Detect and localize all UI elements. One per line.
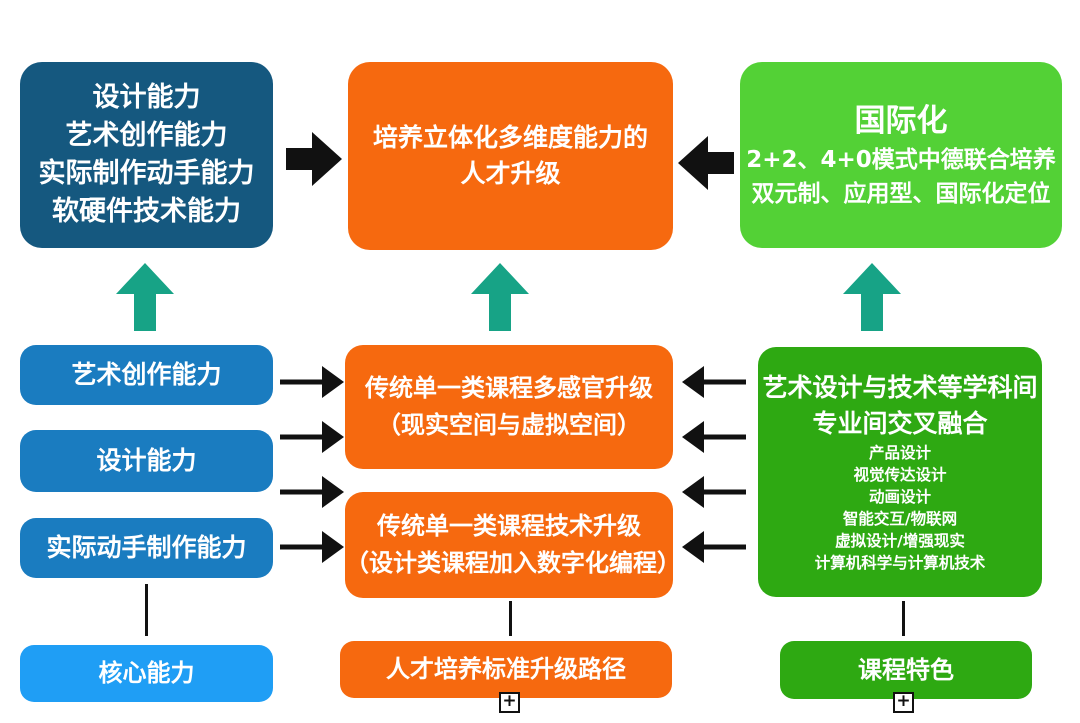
node-course-feature-category: 课程特色 (780, 641, 1032, 699)
arrow-up-icon (116, 263, 174, 331)
node-training-path-category: 人才培养标准升级路径 (340, 641, 672, 698)
category-label: 人才培养标准升级路径 (386, 655, 626, 683)
arrow-right-icon (280, 366, 344, 398)
arrow-left-icon (682, 476, 746, 508)
arrow-left-icon (678, 136, 734, 190)
capability-line: 软硬件技术能力 (52, 196, 241, 227)
arrow-left-icon (682, 366, 746, 398)
node-talent-upgrade-goal: 培养立体化多维度能力的人才升级 (348, 62, 673, 250)
node-discipline-fusion: 艺术设计与技术等学科间 专业间交叉融合 产品设计 视觉传达设计 动画设计 智能交… (758, 347, 1042, 597)
major-item: 计算机科学与计算机技术 (814, 554, 986, 572)
category-label: 课程特色 (858, 655, 954, 684)
upgrade-line: （现实空间与虚拟空间） (377, 411, 641, 439)
node-core-capabilities-summary: 设计能力 艺术创作能力 实际制作动手能力 软硬件技术能力 (20, 62, 273, 248)
internationalization-line: 2+2、4+0模式中德联合培养 (746, 147, 1056, 173)
node-core-capability-category: 核心能力 (20, 645, 273, 702)
internationalization-line: 双元制、应用型、国际化定位 (751, 181, 1051, 207)
node-hands-on-capability: 实际动手制作能力 (20, 518, 273, 578)
node-course-multisensory-upgrade: 传统单一类课程多感官升级 （现实空间与虚拟空间） (345, 345, 673, 469)
major-item: 视觉传达设计 (853, 466, 947, 484)
vertical-connector-line (902, 601, 905, 636)
upgrade-line: （设计类课程加入数字化编程） (345, 549, 681, 577)
internationalization-title: 国际化 (854, 103, 948, 139)
capability-line: 艺术创作能力 (65, 120, 228, 151)
node-internationalization: 国际化 2+2、4+0模式中德联合培养 双元制、应用型、国际化定位 (740, 62, 1062, 248)
node-course-technical-upgrade: 传统单一类课程技术升级 （设计类课程加入数字化编程） (345, 492, 681, 598)
arrow-right-icon (280, 531, 344, 563)
upgrade-line: 传统单一类课程技术升级 (377, 512, 641, 540)
capability-label: 艺术创作能力 (71, 360, 222, 389)
node-design-capability: 设计能力 (20, 430, 273, 492)
arrow-right-icon (286, 132, 342, 186)
arrow-up-icon (471, 263, 529, 331)
fusion-title-line: 艺术设计与技术等学科间 (762, 373, 1038, 402)
major-item: 智能交互/物联网 (842, 510, 958, 528)
capability-line: 设计能力 (92, 82, 201, 113)
capability-label: 实际动手制作能力 (46, 533, 247, 562)
major-item: 虚拟设计/增强现实 (835, 532, 965, 550)
arrow-left-icon (682, 531, 746, 563)
vertical-connector-line (145, 584, 148, 636)
expand-icon[interactable]: + (893, 692, 914, 713)
expand-icon[interactable]: + (499, 692, 520, 713)
fusion-title-line: 专业间交叉融合 (812, 409, 988, 438)
arrow-right-icon (280, 421, 344, 453)
category-label: 核心能力 (98, 659, 195, 687)
arrow-left-icon (682, 421, 746, 453)
capability-label: 设计能力 (96, 446, 197, 475)
capability-line: 实际制作动手能力 (38, 158, 255, 189)
arrow-up-icon (843, 263, 901, 331)
vertical-connector-line (509, 601, 512, 636)
major-item: 动画设计 (868, 488, 931, 506)
major-item: 产品设计 (868, 444, 931, 462)
upgrade-line: 传统单一类课程多感官升级 (365, 374, 653, 402)
talent-goal-text: 培养立体化多维度能力的人才升级 (372, 123, 648, 188)
arrow-right-icon (280, 476, 344, 508)
node-art-creation-capability: 艺术创作能力 (20, 345, 273, 405)
